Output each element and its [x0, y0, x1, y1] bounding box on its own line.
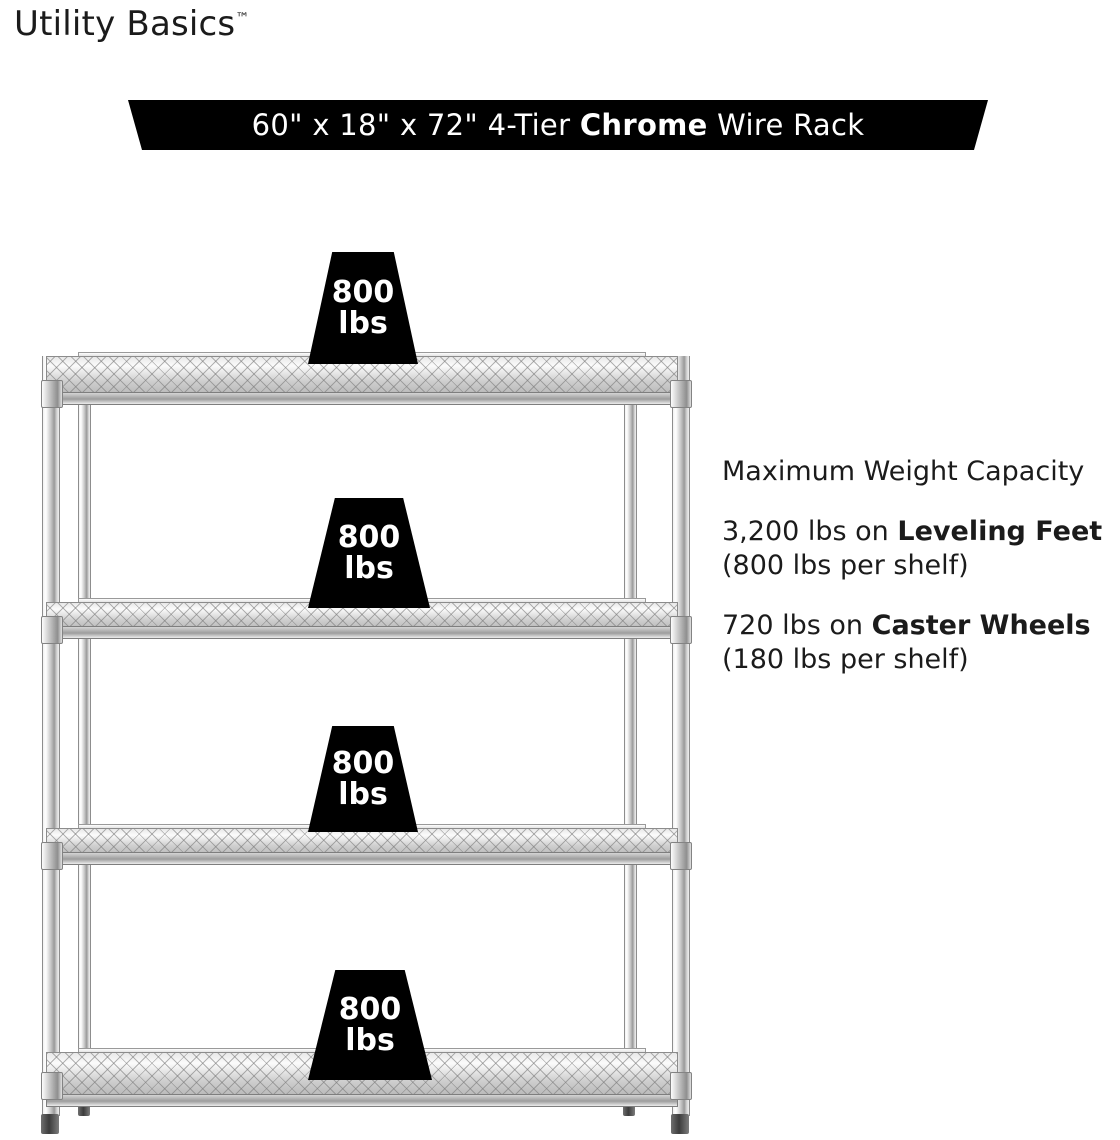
weight-badge-2-number: 800	[337, 519, 401, 555]
title-banner-text: 60" x 18" x 72" 4-Tier Chrome Wire Rack	[252, 108, 865, 142]
rack-post-front-right	[672, 356, 690, 1116]
weight-badge-3-number: 800	[331, 745, 395, 781]
shelf-1-collar-left	[41, 380, 63, 408]
shelf-tier-3	[46, 824, 678, 865]
shelf-2-collar-left	[41, 616, 63, 644]
shelf-3-front-lip	[46, 852, 678, 865]
capacity-caster-wheels: 720 lbs on Caster Wheels (180 lbs per sh…	[722, 609, 1120, 677]
capacity-callouts: Maximum Weight Capacity 3,200 lbs on Lev…	[722, 455, 1120, 703]
weight-badge-1-number: 800	[331, 274, 395, 310]
shelf-1-collar-right	[670, 380, 692, 408]
leveling-post: (800 lbs per shelf)	[722, 550, 969, 582]
weight-badge-tier-2: 800 lbs	[308, 498, 430, 608]
weight-badge-tier-4: 800 lbs	[308, 970, 432, 1080]
brand-name: Utility Basics	[14, 4, 236, 44]
shelf-2-front-lip	[46, 626, 678, 639]
title-part-bold: Chrome	[579, 108, 708, 142]
title-part-2: Wire Rack	[707, 108, 865, 142]
weight-badge-tier-3: 800 lbs	[308, 726, 418, 832]
brand-title: Utility Basics™	[14, 4, 250, 44]
weight-badge-1-unit: lbs	[338, 306, 388, 341]
title-part-1: 60" x 18" x 72" 4-Tier	[251, 108, 580, 142]
leveling-foot-front-left	[41, 1114, 59, 1134]
title-banner: 60" x 18" x 72" 4-Tier Chrome Wire Rack	[128, 100, 988, 150]
weight-badge-tier-1: 800 lbs	[308, 252, 418, 364]
leveling-foot-front-right	[671, 1114, 689, 1134]
shelf-3-collar-left	[41, 842, 63, 870]
capacity-heading: Maximum Weight Capacity	[722, 456, 1085, 487]
capacity-leveling-feet: 3,200 lbs on Leveling Feet (800 lbs per …	[722, 515, 1120, 583]
caster-bold: Caster Wheels	[871, 610, 1091, 642]
trademark-symbol: ™	[235, 10, 250, 27]
shelf-1-front-lip	[46, 392, 678, 405]
caster-pre: 720 lbs on	[722, 610, 872, 642]
rack-post-front-left	[42, 356, 60, 1116]
weight-badge-4-number: 800	[338, 991, 402, 1027]
shelf-4-front-lip	[46, 1094, 678, 1107]
rack-post-back-left	[78, 362, 91, 1104]
weight-badge-4-unit: lbs	[345, 1023, 395, 1058]
shelf-4-collar-left	[41, 1072, 63, 1100]
shelf-4-collar-right	[670, 1072, 692, 1100]
caster-post: (180 lbs per shelf)	[722, 644, 969, 676]
wire-rack-illustration: 800 lbs 800 lbs 800 lbs 800 lbs	[0, 230, 715, 1140]
leveling-bold: Leveling Feet	[897, 516, 1103, 548]
rack-post-back-right	[624, 362, 637, 1104]
leveling-pre: 3,200 lbs on	[722, 516, 898, 548]
weight-badge-3-unit: lbs	[338, 777, 388, 812]
shelf-2-collar-right	[670, 616, 692, 644]
weight-badge-2-unit: lbs	[344, 551, 394, 586]
shelf-3-collar-right	[670, 842, 692, 870]
